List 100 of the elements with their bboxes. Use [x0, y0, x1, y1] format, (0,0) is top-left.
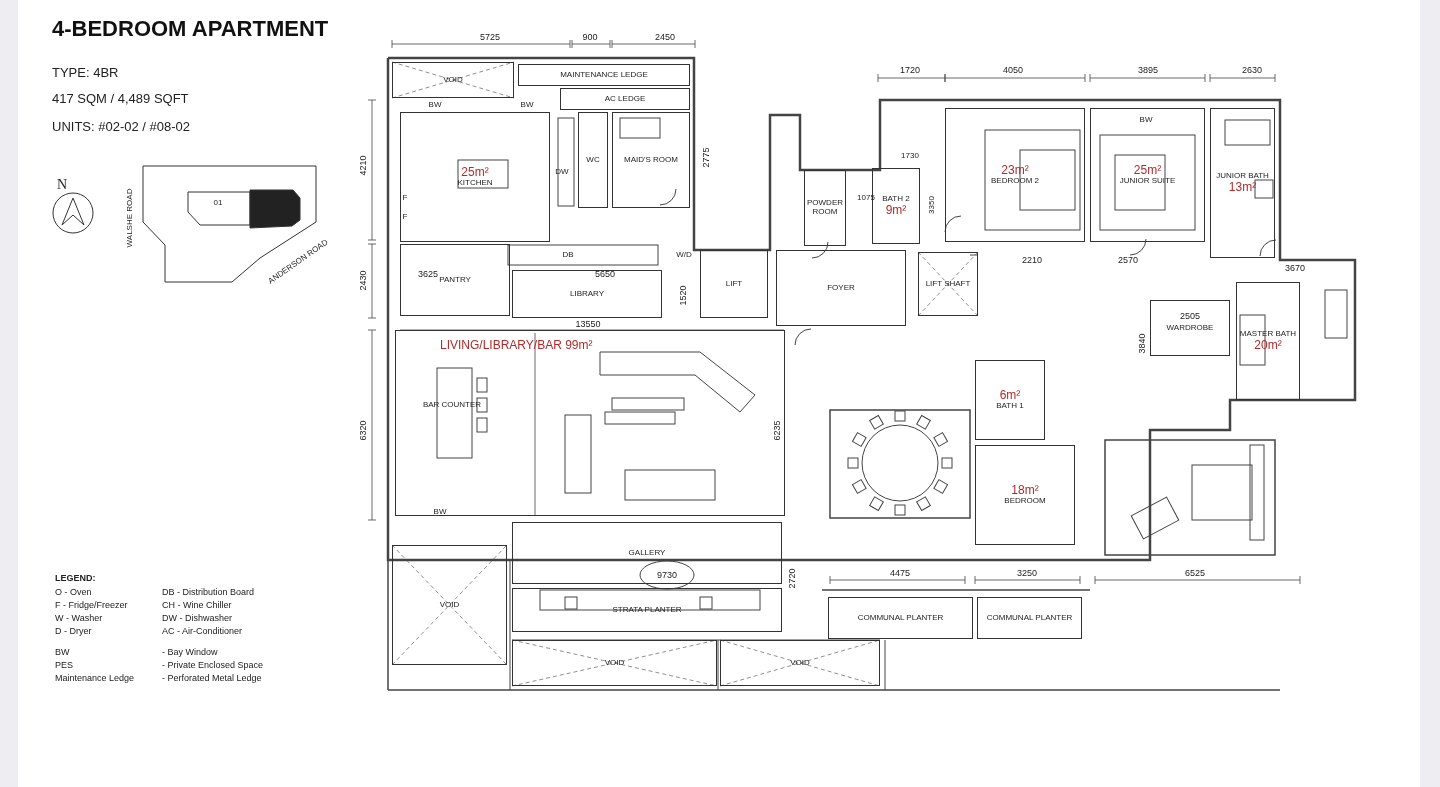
room-area: 9m² [885, 203, 907, 217]
room-outline [392, 545, 507, 665]
room-outline [975, 360, 1045, 440]
room-name: PANTRY [439, 275, 471, 285]
site-label: WALSHE ROAD [126, 188, 134, 248]
room-name: JUNIOR SUITE [1119, 177, 1176, 186]
room-outline [1090, 108, 1205, 242]
room-name: AC LEDGE [604, 94, 646, 104]
dimension-label: 5725 [480, 32, 500, 42]
room-outline [918, 252, 978, 316]
unit-info: TYPE: 4BR [52, 65, 119, 79]
room-name: BATH 2 [882, 195, 910, 204]
room-name: MASTER BATH [1239, 330, 1297, 339]
room-outline [776, 250, 906, 326]
dimension-label: 3350 [928, 196, 936, 214]
room-name: GALLERY [628, 548, 666, 558]
dimension-label: 3625 [418, 269, 438, 279]
dimension-label: 2505 [1180, 311, 1200, 321]
room-outline [700, 250, 768, 318]
room-name: VOID [604, 658, 625, 668]
dimension-label: 6525 [1185, 568, 1205, 578]
room-name: POWDER ROOM [806, 199, 844, 217]
room-name: WC [586, 155, 600, 165]
room-outline [395, 330, 785, 516]
room-area: 25m² [1133, 164, 1162, 178]
dimension-label: 4475 [890, 568, 910, 578]
dimension-label: 900 [582, 32, 598, 42]
room-name: WARDROBE [1166, 323, 1214, 333]
dimension-label: 2630 [1242, 65, 1262, 75]
room-name: JUNIOR BATH [1216, 172, 1269, 181]
dimension-label: 2430 [358, 270, 368, 290]
legend-entry: AC - Air-Conditioner [162, 626, 243, 636]
room-outline [392, 62, 514, 98]
dimension-label: 13550 [575, 319, 601, 329]
legend-entry: Maintenance Ledge [55, 673, 135, 683]
dimension-label: 2775 [701, 147, 711, 167]
dimension-label: 2720 [787, 568, 797, 588]
dimension-label: 3670 [1285, 263, 1305, 273]
room-name: VOID [790, 658, 810, 668]
room-name: FOYER [827, 283, 855, 293]
room-name: COMMUNAL PLANTER [857, 613, 944, 623]
legend-entry: - Private Enclosed Space [162, 660, 264, 670]
fixture-label: BW [1139, 116, 1153, 124]
room-outline [400, 244, 510, 316]
room-outline [828, 597, 973, 639]
dimension-label: 1720 [900, 65, 920, 75]
legend-entry: PES [55, 660, 73, 670]
room-name: KITCHEN [457, 179, 493, 188]
site-label: 01 [213, 199, 223, 207]
legend-entry: O - Oven [55, 587, 92, 597]
fixture-label: BW [520, 101, 534, 109]
room-outline [804, 170, 846, 246]
dimension-label: 5650 [595, 269, 615, 279]
room-outline [512, 270, 662, 318]
room-area: LIVING/LIBRARY/BAR 99m² [440, 339, 593, 353]
legend-heading: LEGEND: [55, 573, 96, 583]
dimension-label: 3250 [1017, 568, 1037, 578]
legend-entry: DW - Dishwasher [162, 613, 232, 623]
room-name: MAID'S ROOM [624, 155, 678, 165]
room-name: STRATA PLANTER [612, 605, 682, 615]
legend-entry: W - Washer [55, 613, 103, 623]
room-outline [400, 112, 550, 242]
fixture-label: BW [433, 508, 447, 516]
north-label: N [56, 178, 68, 192]
room-outline [512, 640, 717, 686]
legend-entry: CH - Wine Chiller [162, 600, 232, 610]
legend-entry: D - Dryer [55, 626, 92, 636]
fixture-label: W/D [676, 251, 692, 259]
room-outline [578, 112, 608, 208]
title: 4-BEDROOM APARTMENT [52, 16, 329, 42]
room-name: BEDROOM 2 [991, 177, 1039, 186]
room-outline [1236, 282, 1300, 400]
room-outline [518, 64, 690, 86]
room-area: 20m² [1254, 338, 1282, 352]
room-name: LIBRARY [569, 289, 605, 299]
room-name: BEDROOM [1004, 497, 1046, 506]
room-outline [1150, 300, 1230, 356]
fixture-label: DW [555, 168, 569, 176]
room-name: LIFT [725, 279, 743, 289]
legend-entry: - Perforated Metal Ledge [162, 673, 262, 683]
room-area: 13m² [1228, 180, 1257, 194]
legend-entry: BW [55, 647, 70, 657]
room-name: VOID [439, 600, 460, 610]
room-outline [1210, 108, 1275, 258]
dimension-label: 9730 [657, 570, 677, 580]
fixture-label: BW [428, 101, 442, 109]
room-name: VOID [443, 75, 463, 85]
unit-info: 417 SQM / 4,489 SQFT [52, 91, 189, 105]
room-name: LIFT SHAFT [925, 279, 971, 289]
fixture-label: F [402, 194, 408, 202]
room-name: MAINTENANCE LEDGE [560, 70, 648, 80]
room-area: 23m² [1001, 164, 1029, 178]
legend-entry: DB - Distribution Board [162, 587, 255, 597]
room-outline [612, 112, 690, 208]
room-name: COMMUNAL PLANTER [986, 613, 1073, 623]
dimension-label: 2210 [1022, 255, 1042, 265]
dimension-label: 2450 [655, 32, 675, 42]
dimension-label: 4210 [358, 155, 368, 175]
room-area: 25m² [461, 166, 489, 180]
legend-entry: - Bay Window [162, 647, 218, 657]
